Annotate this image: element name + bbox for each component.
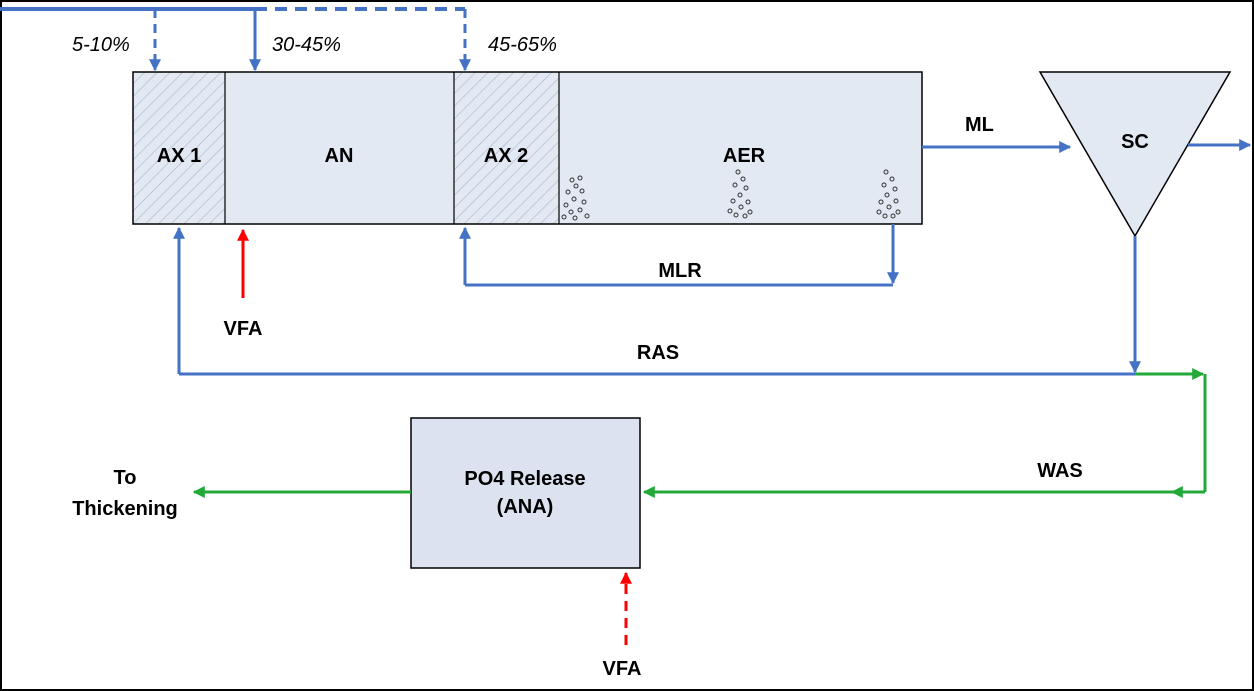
zone-ax2-label: AX 2 bbox=[484, 145, 528, 167]
split-ax2-label: 45-65% bbox=[488, 34, 557, 56]
zone-an-label: AN bbox=[325, 145, 354, 167]
ras-label: RAS bbox=[637, 342, 679, 364]
diffuser-bubbles-1 bbox=[561, 175, 590, 221]
was-label: WAS bbox=[1037, 460, 1083, 482]
po4-release-box bbox=[410, 417, 641, 569]
zone-aer bbox=[559, 72, 922, 224]
thickening-label-line2: Thickening bbox=[72, 498, 178, 520]
diffuser-bubbles-2 bbox=[727, 169, 753, 219]
po4-release-sublabel: (ANA) bbox=[497, 496, 554, 518]
clarifier-label: SC bbox=[1121, 131, 1149, 153]
thickening-label-line1: To bbox=[114, 467, 137, 489]
diffuser-bubbles-3 bbox=[876, 169, 901, 219]
mlr-recycle-line bbox=[459, 224, 899, 287]
was-line bbox=[642, 368, 1207, 498]
po4-release-label: PO4 Release bbox=[464, 468, 585, 490]
bioreactor bbox=[132, 71, 923, 225]
mlr-label: MLR bbox=[658, 260, 702, 282]
split-an-label: 30-45% bbox=[272, 34, 341, 56]
split-ax1-label: 5-10% bbox=[72, 34, 130, 56]
zone-an bbox=[225, 72, 454, 224]
vfa-release-label: VFA bbox=[603, 658, 642, 680]
zone-ax1-label: AX 1 bbox=[157, 145, 201, 167]
ml-label: ML bbox=[965, 114, 994, 136]
vfa-an-label: VFA bbox=[224, 318, 263, 340]
ras-return-line bbox=[173, 226, 1135, 376]
clarifier-sc bbox=[1038, 71, 1232, 238]
zone-aer-label: AER bbox=[723, 145, 766, 167]
